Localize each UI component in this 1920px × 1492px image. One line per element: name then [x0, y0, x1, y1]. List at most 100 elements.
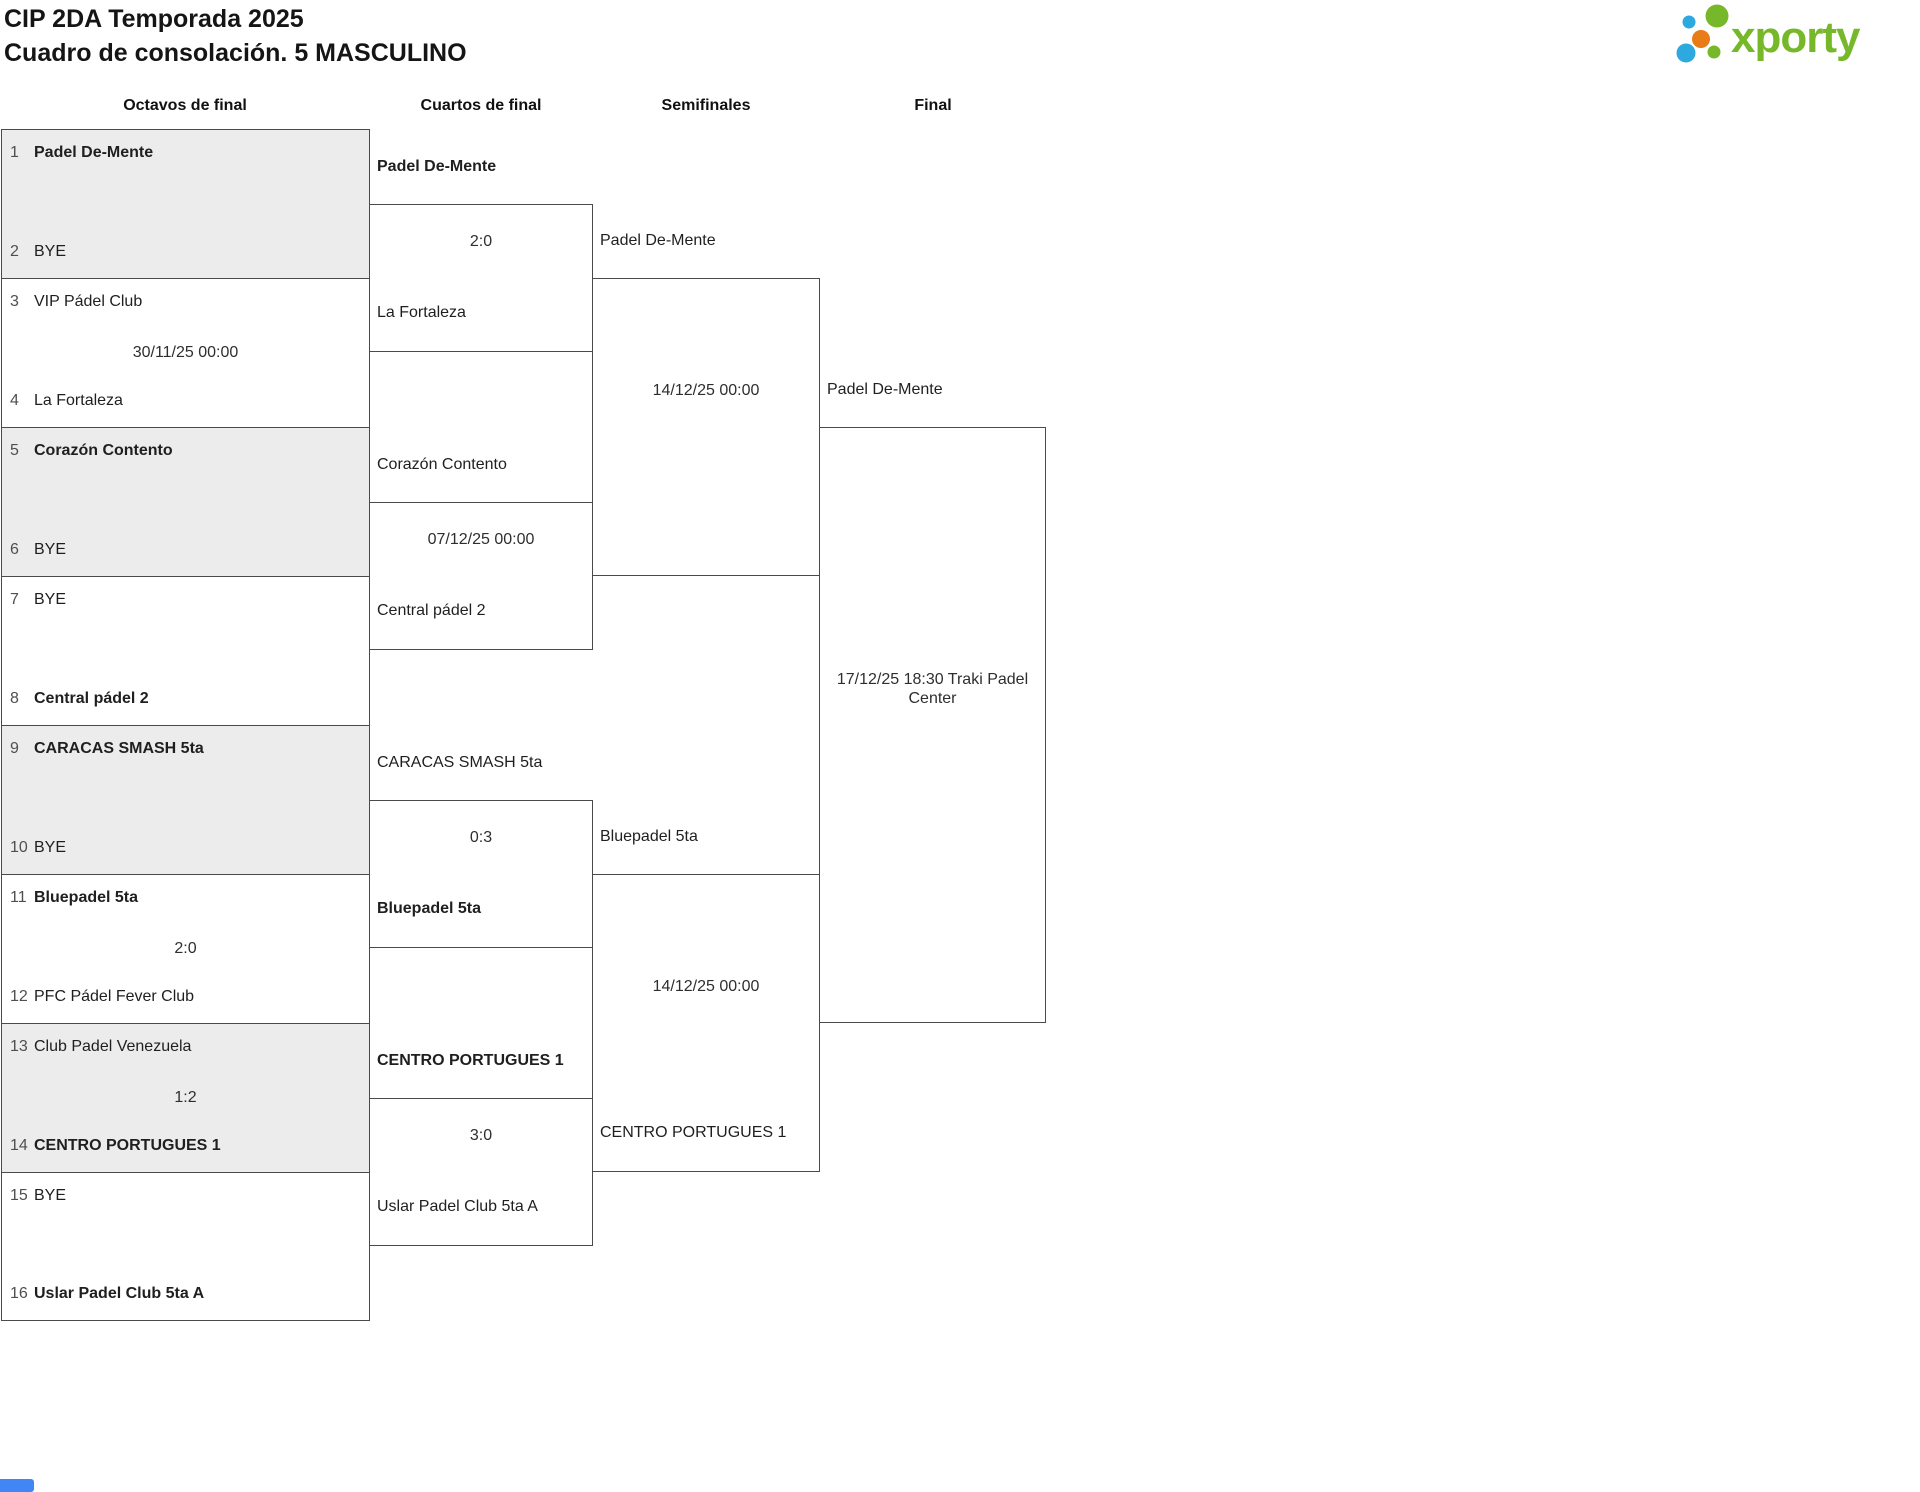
team-name: BYE: [34, 1187, 67, 1204]
team-row[interactable]: 12 PFC Pádel Fever Club: [2, 987, 369, 1007]
team-row[interactable]: 2 BYE: [2, 242, 369, 262]
r16-match-6: 11 Bluepadel 5ta 2:0 12 PFC Pádel Fever …: [1, 874, 370, 1023]
r16-match-3: 5 Corazón Contento 6 BYE: [1, 427, 370, 576]
match-score: 2:0: [174, 940, 197, 957]
seed-number: 15: [10, 1187, 28, 1204]
team-name: Corazón Contento: [34, 442, 173, 459]
seed-number: 12: [10, 988, 28, 1005]
team-row[interactable]: 11 Bluepadel 5ta: [2, 888, 369, 908]
team-row[interactable]: 6 BYE: [2, 540, 369, 560]
match-date: 14/12/25 00:00: [652, 978, 760, 995]
team-name[interactable]: CENTRO PORTUGUES 1: [377, 1052, 564, 1069]
team-row[interactable]: 5 Corazón Contento: [2, 441, 369, 461]
team-row[interactable]: 1 Padel De-Mente: [2, 143, 369, 163]
match-center: [2, 194, 369, 214]
match-date: 17/12/25 18:30 Traki Padel Center: [836, 671, 1029, 707]
team-row[interactable]: 4 La Fortaleza: [2, 391, 369, 411]
team-name: La Fortaleza: [34, 392, 123, 409]
seed-number: 1: [10, 144, 19, 161]
team-name[interactable]: La Fortaleza: [377, 304, 466, 321]
logo-wordmark: xporty: [1731, 13, 1861, 62]
team-name: Central pádel 2: [34, 690, 149, 707]
team-name: Padel De-Mente: [34, 144, 154, 161]
match-date: 07/12/25 00:00: [427, 531, 535, 548]
team-name: Club Padel Venezuela: [34, 1038, 192, 1055]
column-header-octavos: Octavos de final: [123, 97, 247, 114]
team-name[interactable]: Corazón Contento: [377, 456, 507, 473]
qf-match-2: Corazón Contento 07/12/25 00:00 Central …: [369, 456, 593, 650]
team-name[interactable]: Padel De-Mente: [377, 158, 497, 175]
team-row[interactable]: 3 VIP Pádel Club: [2, 292, 369, 312]
team-name: BYE: [34, 839, 67, 856]
team-name[interactable]: Bluepadel 5ta: [600, 828, 698, 845]
team-row[interactable]: 10 BYE: [2, 838, 369, 858]
seed-number: 13: [10, 1038, 28, 1055]
logo-dots-icon: [1676, 4, 1729, 63]
seed-number: 16: [10, 1285, 28, 1302]
team-name: BYE: [34, 243, 67, 260]
team-row[interactable]: 16 Uslar Padel Club 5ta A: [2, 1284, 369, 1304]
match-score: 1:2: [174, 1089, 197, 1106]
xporty-logo[interactable]: xporty: [1676, 4, 1891, 64]
r16-match-4: 7 BYE 8 Central pádel 2: [1, 576, 370, 725]
match-date: 14/12/25 00:00: [652, 382, 760, 399]
r16-match-7: 13 Club Padel Venezuela 1:2 14 CENTRO PO…: [1, 1023, 370, 1172]
match-score: 2:0: [469, 233, 493, 250]
match-center: [2, 641, 369, 661]
seed-number: 3: [10, 293, 19, 310]
team-row[interactable]: 13 Club Padel Venezuela: [2, 1037, 369, 1057]
bracket-subtitle: Cuadro de consolación. 5 MASCULINO: [4, 39, 467, 67]
qf-match-4: CENTRO PORTUGUES 1 3:0 Uslar Padel Club …: [369, 1052, 593, 1246]
seed-number: 7: [10, 591, 19, 608]
column-header-semifinales: Semifinales: [661, 97, 751, 114]
team-name: CENTRO PORTUGUES 1: [34, 1137, 221, 1154]
team-row[interactable]: 8 Central pádel 2: [2, 689, 369, 709]
seed-number: 5: [10, 442, 19, 459]
match-score: 3:0: [469, 1127, 493, 1144]
final-match: Padel De-Mente 17/12/25 18:30 Traki Pade…: [819, 381, 1046, 1023]
match-center: [2, 1237, 369, 1257]
team-row[interactable]: 15 BYE: [2, 1186, 369, 1206]
r16-match-5: 9 CARACAS SMASH 5ta 10 BYE: [1, 725, 370, 874]
team-name[interactable]: CARACAS SMASH 5ta: [377, 754, 543, 771]
seed-number: 10: [10, 839, 28, 856]
seed-number: 11: [10, 889, 27, 906]
team-row[interactable]: 9 CARACAS SMASH 5ta: [2, 739, 369, 759]
seed-number: 2: [10, 243, 19, 260]
team-name[interactable]: CENTRO PORTUGUES 1: [600, 1124, 787, 1141]
seed-number: 14: [10, 1137, 28, 1154]
team-name[interactable]: Bluepadel 5ta: [377, 900, 482, 917]
team-name[interactable]: Padel De-Mente: [600, 232, 716, 249]
team-name: Bluepadel 5ta: [34, 889, 139, 906]
seed-number: 8: [10, 690, 19, 707]
r16-match-8: 15 BYE 16 Uslar Padel Club 5ta A: [1, 1172, 370, 1321]
team-name: BYE: [34, 541, 67, 558]
qf-match-3: CARACAS SMASH 5ta 0:3 Bluepadel 5ta: [369, 754, 593, 948]
team-name: CARACAS SMASH 5ta: [34, 740, 204, 757]
team-name[interactable]: Uslar Padel Club 5ta A: [377, 1198, 538, 1215]
team-name[interactable]: Padel De-Mente: [827, 381, 943, 398]
r16-match-2: 3 VIP Pádel Club 30/11/25 00:00 4 La For…: [1, 278, 370, 427]
page-title: CIP 2DA Temporada 2025 Cuadro de consola…: [4, 2, 467, 70]
team-row[interactable]: 14 CENTRO PORTUGUES 1: [2, 1136, 369, 1156]
match-score: 0:3: [469, 829, 493, 846]
column-header-cuartos: Cuartos de final: [420, 97, 542, 114]
match-center: [2, 790, 369, 810]
r16-match-1: 1 Padel De-Mente 2 BYE: [1, 129, 370, 278]
sf-match-2: Bluepadel 5ta 14/12/25 00:00 CENTRO PORT…: [592, 828, 820, 1172]
match-center: [2, 492, 369, 512]
tournament-name: CIP 2DA Temporada 2025: [4, 5, 304, 33]
scrollbar-thumb[interactable]: [0, 1479, 34, 1492]
column-header-final: Final: [914, 97, 952, 114]
team-name: Uslar Padel Club 5ta A: [34, 1285, 205, 1302]
match-date: 30/11/25 00:00: [132, 344, 239, 361]
team-row[interactable]: 7 BYE: [2, 590, 369, 610]
qf-match-1: Padel De-Mente 2:0 La Fortaleza: [369, 158, 593, 352]
team-name: PFC Pádel Fever Club: [34, 988, 195, 1005]
seed-number: 4: [10, 392, 19, 409]
seed-number: 9: [10, 740, 19, 757]
team-name: VIP Pádel Club: [34, 293, 143, 310]
team-name[interactable]: Central pádel 2: [377, 602, 486, 619]
seed-number: 6: [10, 541, 19, 558]
